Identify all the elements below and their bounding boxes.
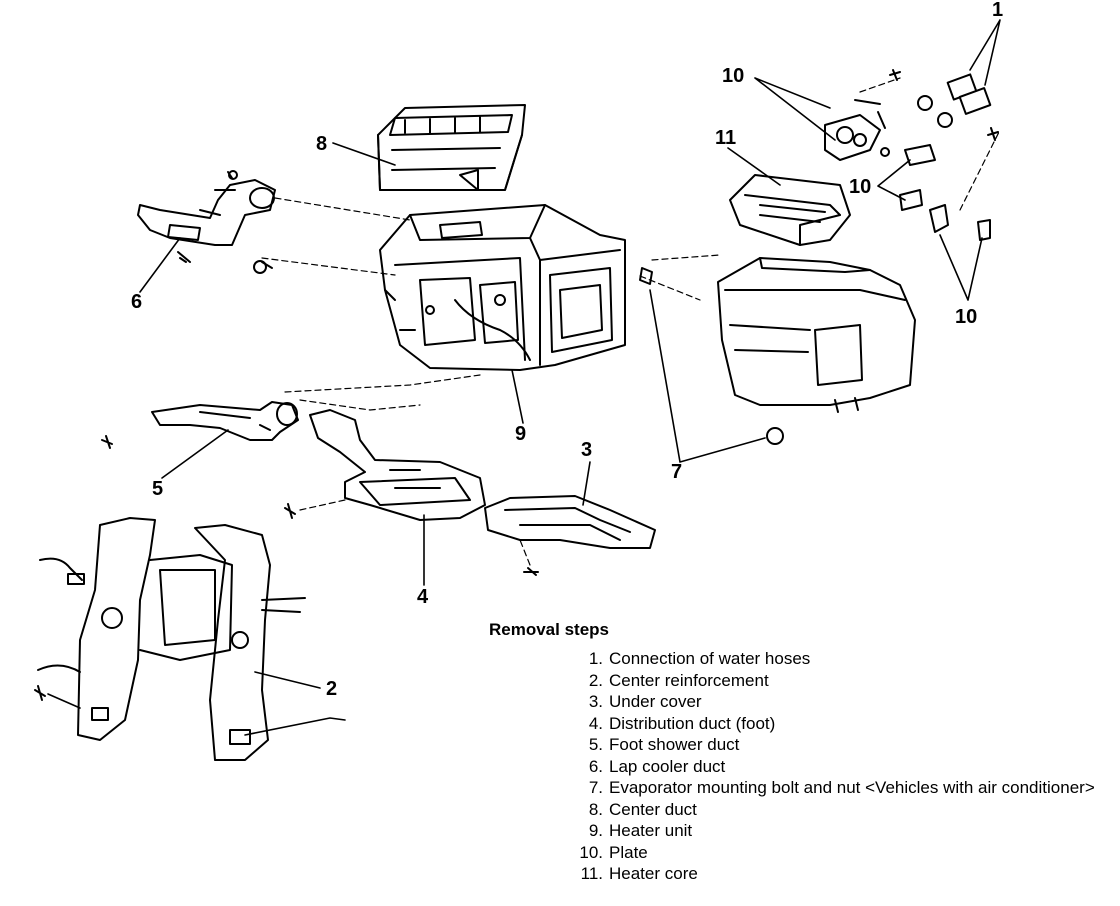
under-cover-drawing xyxy=(484,495,656,576)
step-text: Heater unit xyxy=(609,821,693,840)
distribution-duct-drawing xyxy=(284,409,486,521)
callout-2: 2 xyxy=(326,678,338,700)
foot-shower-duct-drawing xyxy=(101,401,299,449)
removal-step: 6. Lap cooler duct xyxy=(565,756,1110,778)
callout-11: 11 xyxy=(715,127,737,149)
callout-9: 9 xyxy=(515,423,527,445)
removal-step: 11. Heater core xyxy=(565,863,1110,885)
callout-10-middle: 10 xyxy=(849,176,872,198)
step-number: 1. xyxy=(588,649,603,668)
center-duct-drawing xyxy=(377,104,526,191)
step-text: Center duct xyxy=(609,799,697,819)
step-text: Heater core xyxy=(609,864,698,883)
center-reinforcement-drawing xyxy=(34,517,306,761)
callout-6: 6 xyxy=(131,291,143,313)
step-number: 10. xyxy=(579,842,603,862)
step-number: 11. xyxy=(580,864,603,883)
step-text: Center reinforcement xyxy=(609,670,769,690)
removal-step: 4. Distribution duct (foot) xyxy=(565,713,1110,735)
step-text: Connection of water hoses xyxy=(609,649,811,668)
removal-step: 3. Under cover xyxy=(565,691,1110,713)
callout-1: 1 xyxy=(992,0,1004,21)
callout-7: 7 xyxy=(671,461,683,483)
removal-step: 7. Evaporator mounting bolt and nut <Vehi… xyxy=(565,777,1110,799)
step-number: 7. xyxy=(588,778,603,797)
callout-4: 4 xyxy=(417,586,429,608)
heater-unit-drawing xyxy=(379,204,626,371)
callout-3: 3 xyxy=(581,439,593,461)
removal-step: 1. Connection of water hoses xyxy=(565,648,1110,670)
removal-step: 5. Foot shower duct xyxy=(565,734,1110,756)
step-number: 2. xyxy=(588,670,603,690)
callout-5: 5 xyxy=(152,478,164,500)
step-number: 4. xyxy=(588,713,603,733)
step-text: Lap cooler duct xyxy=(609,756,726,776)
step-number: 6. xyxy=(588,756,603,776)
evaporator-case-drawing xyxy=(717,257,916,413)
plates-and-hoses-drawing xyxy=(824,69,999,241)
callout-10-top: 10 xyxy=(722,65,745,87)
removal-steps-list: 1. Connection of water hoses 2. Center rei… xyxy=(565,648,1110,885)
removal-step: 10. Plate xyxy=(565,842,1110,864)
step-number: 8. xyxy=(588,799,603,819)
removal-steps-title: Removal steps xyxy=(489,620,609,639)
step-text: Evaporator mounting bolt and nut <Vehicl… xyxy=(609,778,1095,797)
callout-8: 8 xyxy=(316,133,328,155)
step-number: 9. xyxy=(588,821,603,840)
removal-step: 8. Center duct xyxy=(565,799,1110,821)
step-number: 3. xyxy=(588,692,603,711)
heater-core-drawing xyxy=(729,174,851,246)
step-text: Plate xyxy=(609,842,648,862)
lap-cooler-duct-drawing xyxy=(137,170,276,263)
callout-10-right: 10 xyxy=(955,306,978,328)
assembly-dashed-lines xyxy=(261,77,1001,566)
removal-step: 9. Heater unit xyxy=(565,820,1110,842)
step-text: Distribution duct (foot) xyxy=(609,713,776,733)
leader-lines xyxy=(47,19,1001,736)
removal-step: 2. Center reinforcement xyxy=(565,670,1110,692)
step-text: Foot shower duct xyxy=(609,735,740,754)
step-text: Under cover xyxy=(609,692,702,711)
step-number: 5. xyxy=(588,735,603,754)
